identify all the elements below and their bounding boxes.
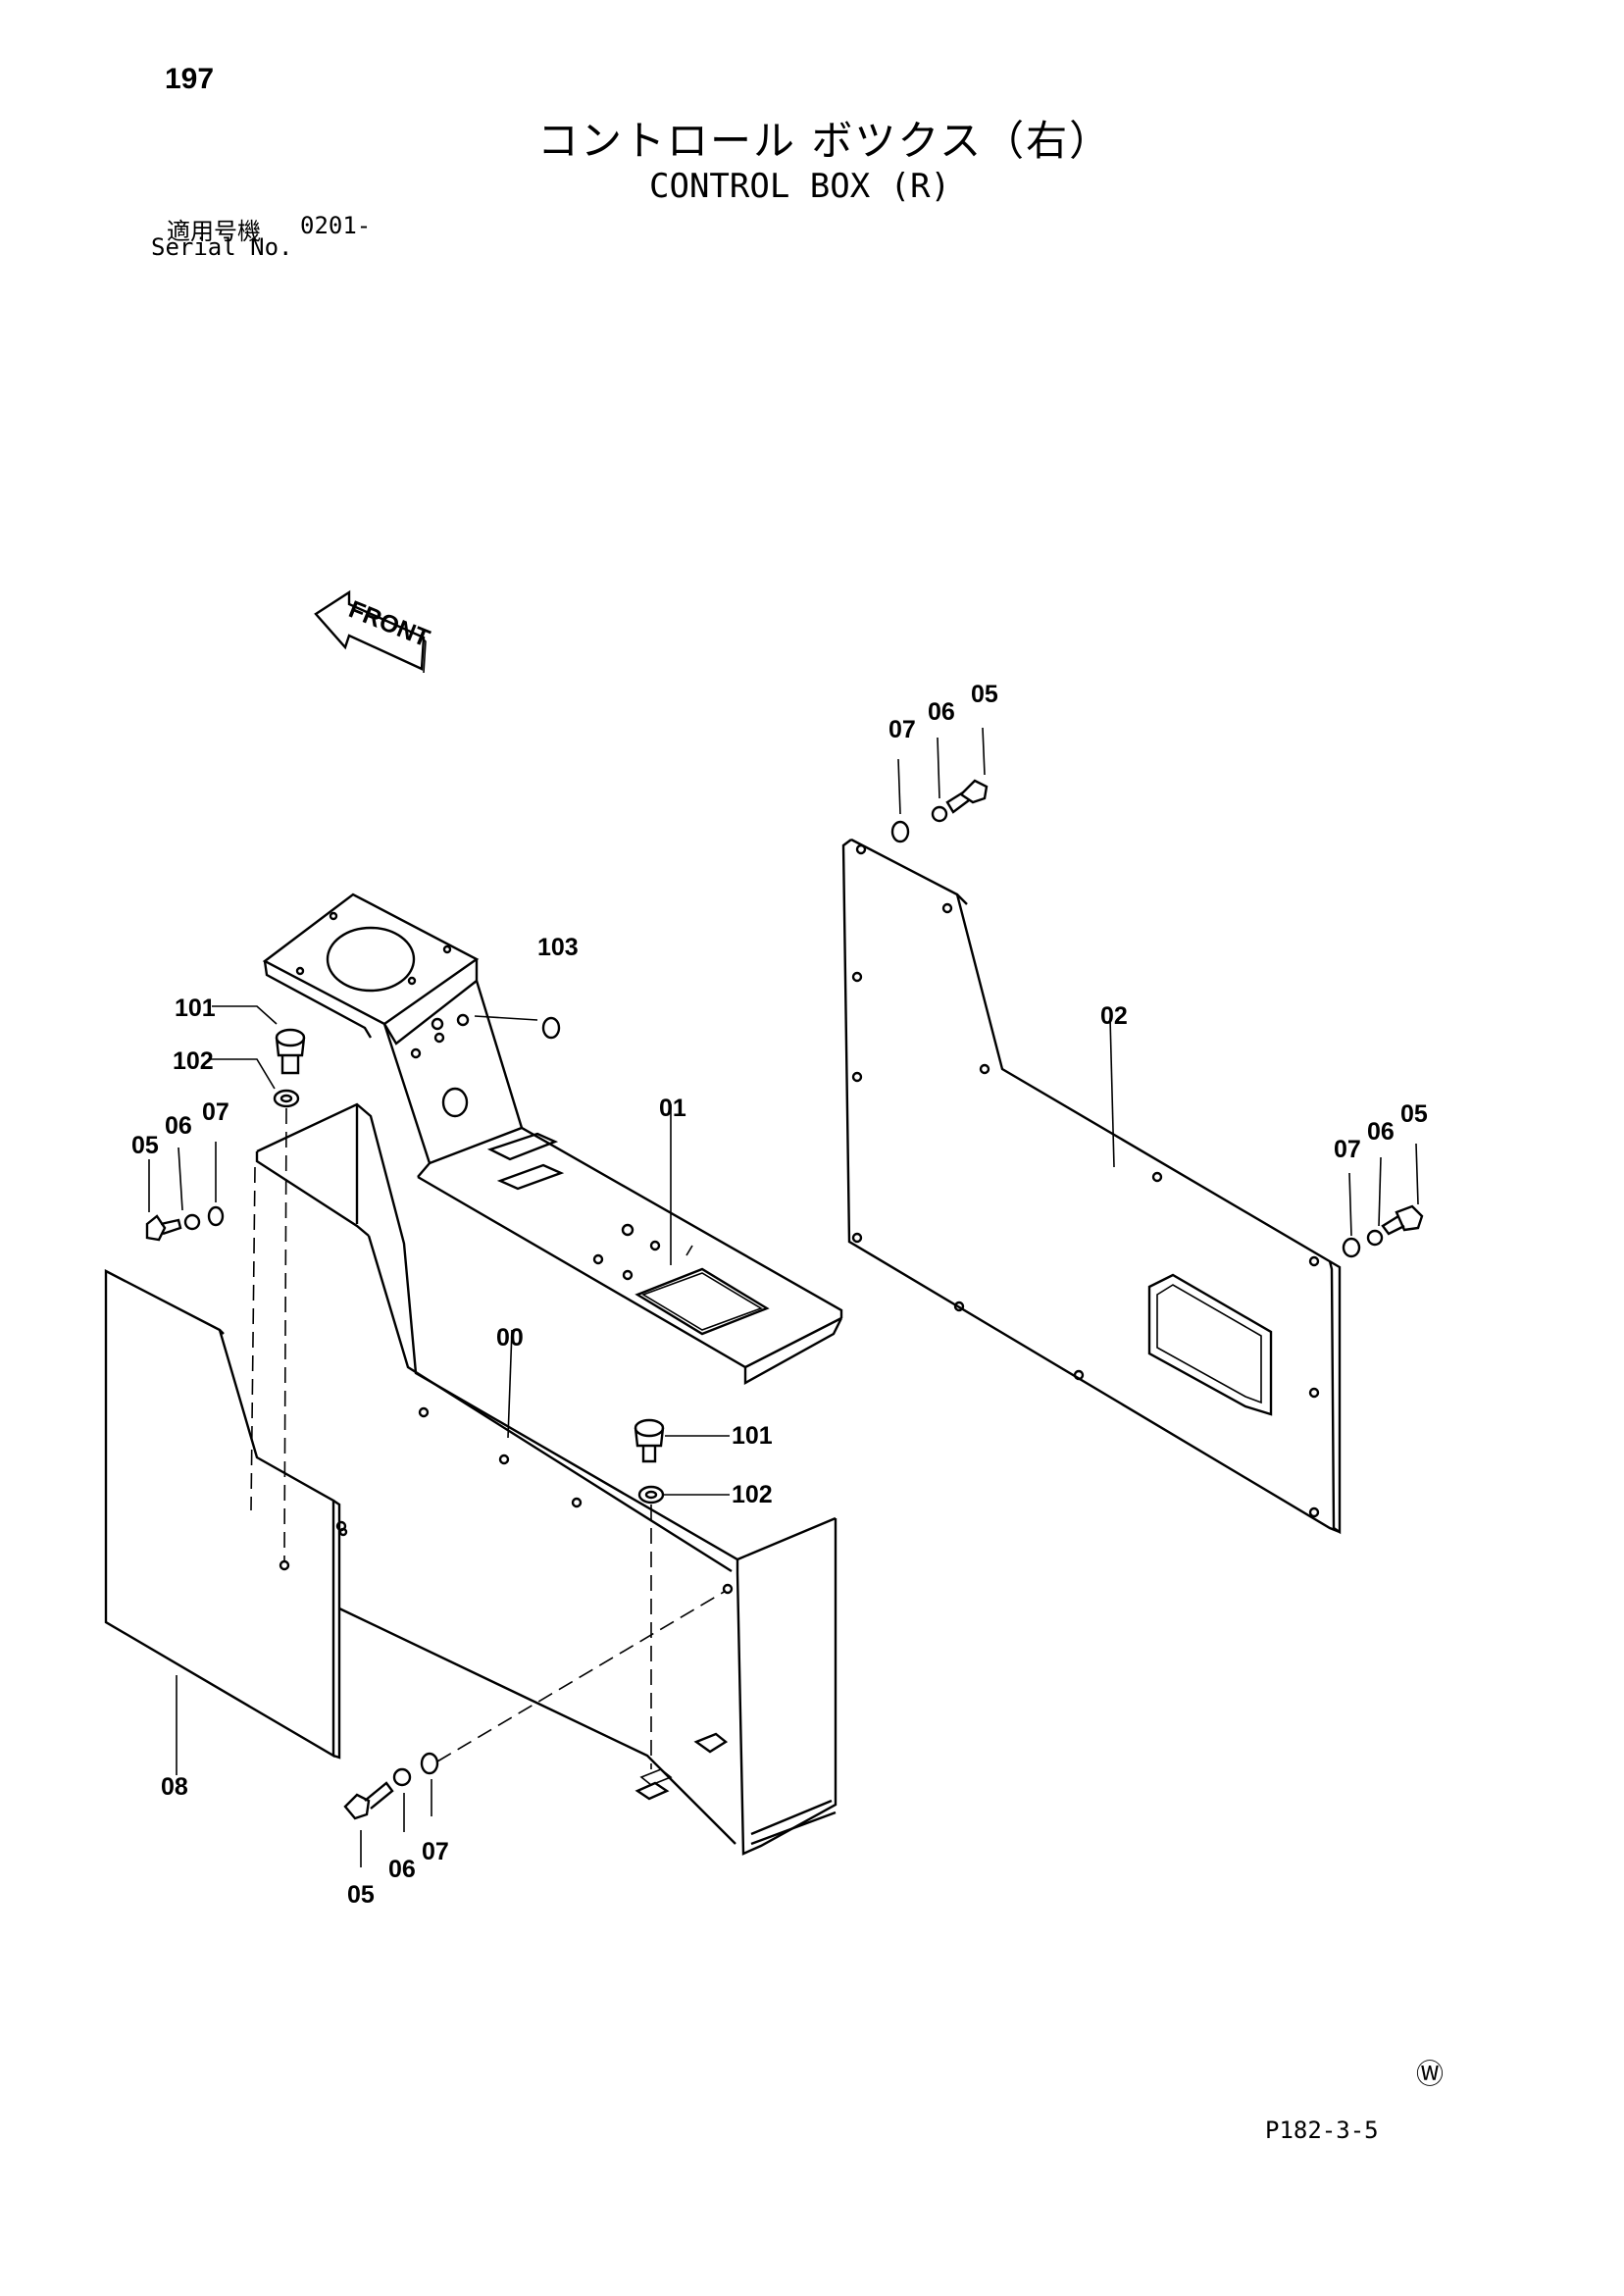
callout-05-right: 05	[1400, 1100, 1428, 1128]
callout-06-top: 06	[928, 698, 955, 726]
callout-02: 02	[1100, 1002, 1128, 1030]
callout-101-upper: 101	[175, 995, 216, 1022]
title-japanese: コントロール ボツクス（右）	[537, 117, 1113, 165]
callout-00: 00	[496, 1324, 524, 1352]
part-08-plate	[104, 1269, 348, 1760]
serial-label-english: Serial No.	[151, 233, 293, 261]
callout-102-lower: 102	[732, 1481, 773, 1508]
callout-01: 01	[659, 1095, 686, 1122]
front-arrow-icon: FRONT	[314, 589, 433, 674]
page-number: 197	[165, 63, 215, 95]
bolt-05-right-icon	[1342, 1204, 1424, 1258]
callout-103: 103	[537, 934, 579, 961]
callout-labels: 00 01 02 08 101 102 103 101 102 05 06 07…	[131, 681, 1428, 1909]
callout-07-top: 07	[888, 716, 916, 743]
serial-label-japanese: 適用号機	[167, 218, 261, 245]
callout-05-left: 05	[131, 1132, 159, 1159]
drawing-code: P182-3-5	[1265, 2117, 1379, 2144]
callout-06-right: 06	[1367, 1118, 1395, 1146]
serial-value: 0201-	[300, 212, 372, 239]
callout-06-bottom: 06	[388, 1856, 416, 1883]
washer-102-lower-icon	[637, 1485, 665, 1505]
callout-05-top: 05	[971, 681, 998, 708]
washer-102-upper-icon	[273, 1089, 300, 1108]
callout-07-left: 07	[202, 1098, 229, 1126]
bolt-05-top-icon	[890, 779, 989, 843]
leader-lines	[148, 727, 1419, 1867]
title-english: CONTROL BOX (R)	[649, 167, 951, 206]
part-00-box-frame	[255, 1102, 837, 1856]
callout-06-left: 06	[165, 1112, 192, 1140]
callout-07-bottom: 07	[422, 1838, 449, 1865]
callout-05-bottom: 05	[347, 1881, 375, 1909]
part-01-console-bracket	[262, 893, 843, 1386]
callout-102-upper: 102	[173, 1047, 214, 1075]
part-02-side-cover	[841, 838, 1342, 1535]
callout-07-right: 07	[1334, 1136, 1361, 1163]
watermark-w-icon: Ⓦ	[1416, 2058, 1444, 2090]
collar-103-icon	[541, 1016, 561, 1040]
bolt-05-bottom-icon	[343, 1752, 439, 1820]
bolt-05-left-icon	[145, 1205, 225, 1242]
bolt-101-lower-icon	[634, 1418, 665, 1463]
callout-101-lower: 101	[732, 1422, 773, 1450]
bolt-101-upper-icon	[275, 1028, 306, 1075]
front-label: FRONT	[345, 595, 433, 652]
callout-08: 08	[161, 1773, 188, 1801]
